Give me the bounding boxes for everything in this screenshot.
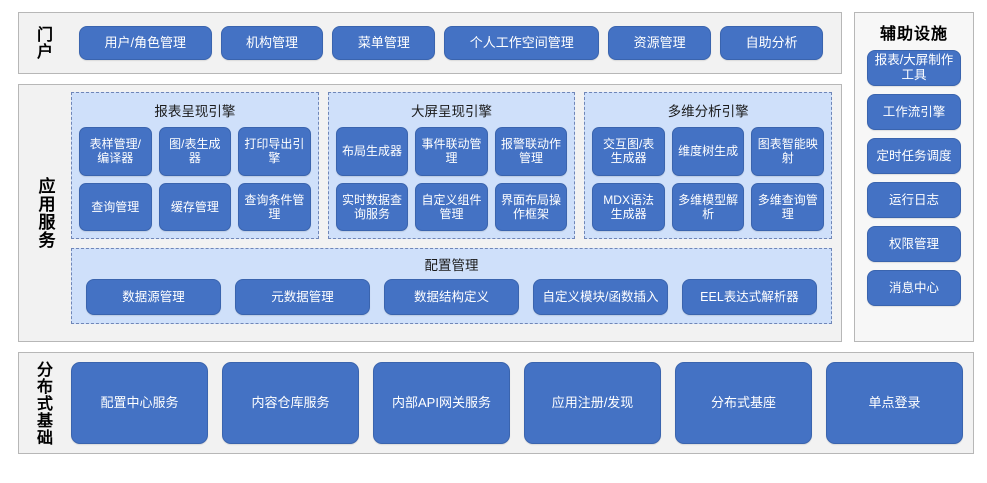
- portal-item-user-role-management[interactable]: 用户/角色管理: [79, 26, 212, 60]
- engine-olap-item-mdx-syntax-generator[interactable]: MDX语法生成器: [592, 182, 665, 231]
- aux-item-message-center[interactable]: 消息中心: [867, 270, 961, 306]
- engine-olap-item-chart-intelligent-mapping[interactable]: 图表智能映射: [751, 127, 824, 176]
- engine-large-screen-rendering: 大屏呈现引擎 布局生成器 事件联动管理 报警联动作管理 实时数据查询服务 自定义…: [327, 92, 576, 239]
- portal-item-resource-management[interactable]: 资源管理: [608, 26, 712, 60]
- aux-item-permission-management[interactable]: 权限管理: [867, 226, 961, 262]
- engine-screen-item-event-linkage-management[interactable]: 事件联动管理: [415, 127, 488, 176]
- distributed-foundation-section-label: 分布式基础: [33, 360, 51, 446]
- config-item-data-structure-definition[interactable]: 数据结构定义: [384, 279, 519, 315]
- engine-screen-item-custom-component-management[interactable]: 自定义组件管理: [415, 182, 488, 231]
- portal-item-personal-workspace-management[interactable]: 个人工作空间管理: [444, 26, 600, 60]
- configuration-management-title: 配置管理: [424, 258, 479, 273]
- engine-large-screen-rendering-title: 大屏呈现引擎: [411, 104, 492, 119]
- application-services-body: 报表呈现引擎 表样管理/编译器 图/表生成器 打印导出引擎 查询管理 缓存管理 …: [71, 92, 833, 333]
- portal-section: 门户 用户/角色管理 机构管理 菜单管理 个人工作空间管理 资源管理 自助分析: [18, 12, 842, 74]
- engines-row: 报表呈现引擎 表样管理/编译器 图/表生成器 打印导出引擎 查询管理 缓存管理 …: [71, 92, 833, 239]
- aux-item-report-dashboard-authoring-tool[interactable]: 报表/大屏制作工具: [867, 50, 961, 86]
- engine-report-item-query-management[interactable]: 查询管理: [79, 182, 152, 231]
- engine-report-rendering-title: 报表呈现引擎: [154, 104, 236, 119]
- config-item-datasource-management[interactable]: 数据源管理: [86, 279, 221, 315]
- aux-item-runtime-log[interactable]: 运行日志: [867, 182, 961, 218]
- engine-screen-item-layout-generator[interactable]: 布局生成器: [335, 127, 409, 176]
- engine-report-rendering: 报表呈现引擎 表样管理/编译器 图/表生成器 打印导出引擎 查询管理 缓存管理 …: [71, 92, 319, 239]
- engine-multidimensional-analysis-grid: 交互图/表生成器 维度树生成 图表智能映射 MDX语法生成器 多维模型解析 多维…: [592, 127, 824, 231]
- engine-report-item-print-export-engine[interactable]: 打印导出引擎: [238, 127, 311, 176]
- engine-olap-item-multidimensional-query-management[interactable]: 多维查询管理: [751, 182, 824, 231]
- portal-item-self-service-analysis[interactable]: 自助分析: [720, 26, 824, 60]
- dist-item-internal-api-gateway-service[interactable]: 内部API网关服务: [373, 362, 510, 444]
- engine-multidimensional-analysis: 多维分析引擎 交互图/表生成器 维度树生成 图表智能映射 MDX语法生成器 多维…: [584, 92, 833, 239]
- engine-report-item-query-condition-management[interactable]: 查询条件管理: [238, 182, 311, 231]
- engine-olap-item-interactive-chart-table-generator[interactable]: 交互图/表生成器: [592, 127, 665, 176]
- engine-screen-item-alarm-linkage-action-management[interactable]: 报警联动作管理: [494, 127, 568, 176]
- config-item-metadata-management[interactable]: 元数据管理: [235, 279, 370, 315]
- aux-item-scheduled-task-scheduling[interactable]: 定时任务调度: [867, 138, 961, 174]
- application-services-section: 应用服务 报表呈现引擎 表样管理/编译器 图/表生成器 打印导出引擎 查询管理 …: [18, 84, 842, 342]
- engine-olap-item-multidimensional-model-parsing[interactable]: 多维模型解析: [671, 182, 745, 231]
- distributed-foundation-list: 配置中心服务 内容仓库服务 内部API网关服务 应用注册/发现 分布式基座 单点…: [71, 362, 963, 444]
- engine-screen-item-realtime-data-query-service[interactable]: 实时数据查询服务: [335, 182, 409, 231]
- portal-button-list: 用户/角色管理 机构管理 菜单管理 个人工作空间管理 资源管理 自助分析: [71, 13, 833, 73]
- engine-multidimensional-analysis-title: 多维分析引擎: [667, 104, 749, 119]
- engine-screen-item-ui-layout-operation-framework[interactable]: 界面布局操作框架: [494, 182, 568, 231]
- dist-item-config-center-service[interactable]: 配置中心服务: [71, 362, 208, 444]
- dist-item-application-registration-discovery[interactable]: 应用注册/发现: [524, 362, 661, 444]
- config-item-eel-expression-parser[interactable]: EEL表达式解析器: [682, 279, 817, 315]
- engine-report-rendering-grid: 表样管理/编译器 图/表生成器 打印导出引擎 查询管理 缓存管理 查询条件管理: [79, 127, 311, 231]
- dist-item-single-sign-on[interactable]: 单点登录: [826, 362, 963, 444]
- portal-item-menu-management[interactable]: 菜单管理: [332, 26, 436, 60]
- application-services-section-label: 应用服务: [35, 177, 55, 249]
- distributed-foundation-section: 分布式基础 配置中心服务 内容仓库服务 内部API网关服务 应用注册/发现 分布…: [18, 352, 974, 454]
- configuration-management-panel: 配置管理 数据源管理 元数据管理 数据结构定义 自定义模块/函数插入 EEL表达…: [71, 248, 832, 324]
- configuration-management-list: 数据源管理 元数据管理 数据结构定义 自定义模块/函数插入 EEL表达式解析器: [80, 279, 823, 315]
- engine-olap-item-dimension-tree-generation[interactable]: 维度树生成: [671, 127, 745, 176]
- engine-report-item-chart-table-generator[interactable]: 图/表生成器: [158, 127, 232, 176]
- config-item-custom-module-function-insertion[interactable]: 自定义模块/函数插入: [533, 279, 668, 315]
- auxiliary-facilities-list: 报表/大屏制作工具 工作流引擎 定时任务调度 运行日志 权限管理 消息中心: [855, 50, 973, 306]
- auxiliary-facilities-section: 辅助设施 报表/大屏制作工具 工作流引擎 定时任务调度 运行日志 权限管理 消息…: [854, 12, 974, 342]
- dist-item-content-repository-service[interactable]: 内容仓库服务: [222, 362, 359, 444]
- engine-large-screen-rendering-grid: 布局生成器 事件联动管理 报警联动作管理 实时数据查询服务 自定义组件管理 界面…: [335, 127, 568, 231]
- portal-section-label: 门户: [33, 26, 51, 60]
- auxiliary-facilities-title: 辅助设施: [879, 26, 948, 43]
- engine-report-item-cache-management[interactable]: 缓存管理: [158, 182, 232, 231]
- aux-item-workflow-engine[interactable]: 工作流引擎: [867, 94, 961, 130]
- dist-item-distributed-base[interactable]: 分布式基座: [675, 362, 812, 444]
- engine-report-item-template-management-compiler[interactable]: 表样管理/编译器: [79, 127, 152, 176]
- portal-item-organization-management[interactable]: 机构管理: [220, 26, 324, 60]
